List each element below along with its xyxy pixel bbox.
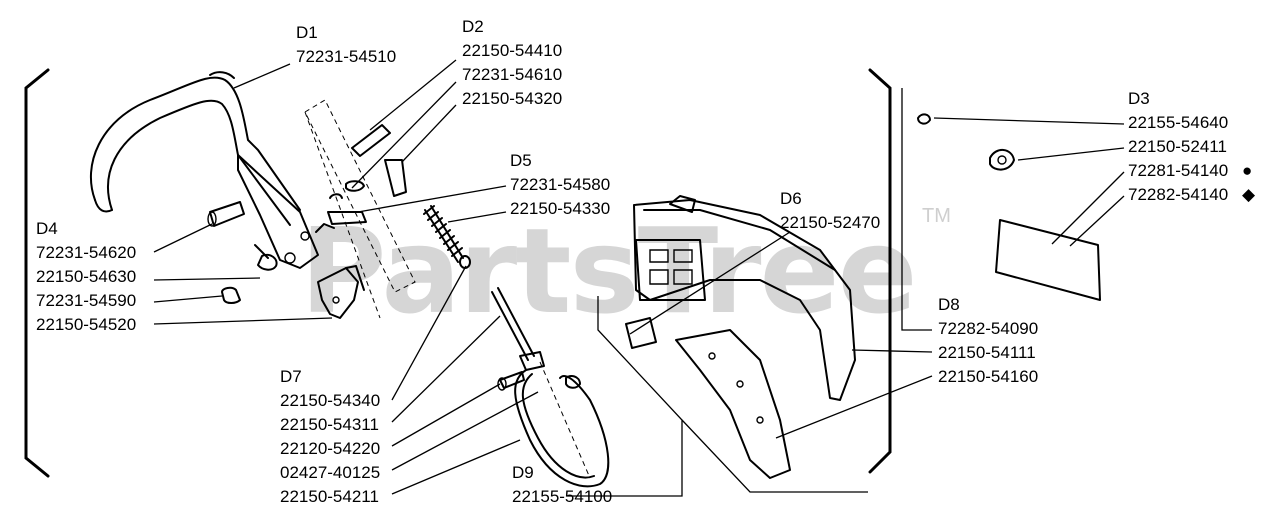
- part-number-d3-4: 72282-54140: [1128, 185, 1228, 204]
- group-label-d9: D9: [512, 463, 534, 482]
- leader-lines: [153, 59, 1125, 497]
- part-number-d1-1: 72231-54510: [296, 47, 396, 66]
- part-number-d4-2: 22150-54630: [36, 267, 136, 286]
- diamond-marker-icon: ◆: [1242, 185, 1256, 204]
- group-label-d8: D8: [938, 295, 960, 314]
- part-number-d3-3: 72281-54140: [1128, 161, 1228, 180]
- part-number-d5-1: 72231-54580: [510, 175, 610, 194]
- part-number-d6-1: 22150-52470: [780, 213, 880, 232]
- group-label-d3: D3: [1128, 89, 1150, 108]
- watermark-trademark: TM: [922, 205, 951, 227]
- left-bracket: [24, 68, 50, 478]
- group-label-d1: D1: [296, 23, 318, 42]
- part-number-d4-1: 72231-54620: [36, 243, 136, 262]
- part-number-d3-2: 22150-52411: [1128, 137, 1227, 156]
- stop-pin-assembly-drawing: [304, 99, 416, 319]
- part-number-d7-5: 22150-54211: [280, 487, 379, 506]
- brake-band-drawing: [491, 287, 610, 488]
- part-number-d2-1: 22150-54410: [462, 41, 562, 60]
- brake-lever-bracket-drawing: [317, 265, 365, 319]
- front-handle-drawing: [90, 71, 319, 304]
- part-number-d4-4: 22150-54520: [36, 315, 136, 334]
- spring-drawing: [423, 205, 471, 269]
- group-label-d7: D7: [280, 367, 302, 386]
- group-label-d5: D5: [510, 151, 532, 170]
- group-label-d4: D4: [36, 219, 58, 238]
- group-label-d2: D2: [462, 17, 484, 36]
- part-number-d7-4: 02427-40125: [280, 463, 380, 482]
- clutch-cover-drawing: [625, 113, 1101, 479]
- part-number-d8-3: 22150-54160: [938, 367, 1038, 386]
- part-number-d8-1: 72282-54090: [938, 319, 1038, 338]
- part-number-d7-3: 22120-54220: [280, 439, 380, 458]
- part-number-d2-3: 22150-54320: [462, 89, 562, 108]
- group-label-d6: D6: [780, 189, 802, 208]
- part-number-d3-1: 22155-54640: [1128, 113, 1228, 132]
- watermark-text: PartsTree: [300, 202, 916, 340]
- part-number-d4-3: 72231-54590: [36, 291, 136, 310]
- part-number-d2-2: 72231-54610: [462, 65, 562, 84]
- right-bracket: [868, 68, 892, 474]
- part-number-d8-2: 22150-54111: [938, 343, 1036, 362]
- part-number-d5-2: 22150-54330: [510, 199, 610, 218]
- part-number-d7-1: 22150-54340: [280, 391, 380, 410]
- part-number-d9-1: 22155-54100: [512, 487, 612, 506]
- part-number-d7-2: 22150-54311: [280, 415, 379, 434]
- circle-marker-icon: ●: [1242, 161, 1252, 180]
